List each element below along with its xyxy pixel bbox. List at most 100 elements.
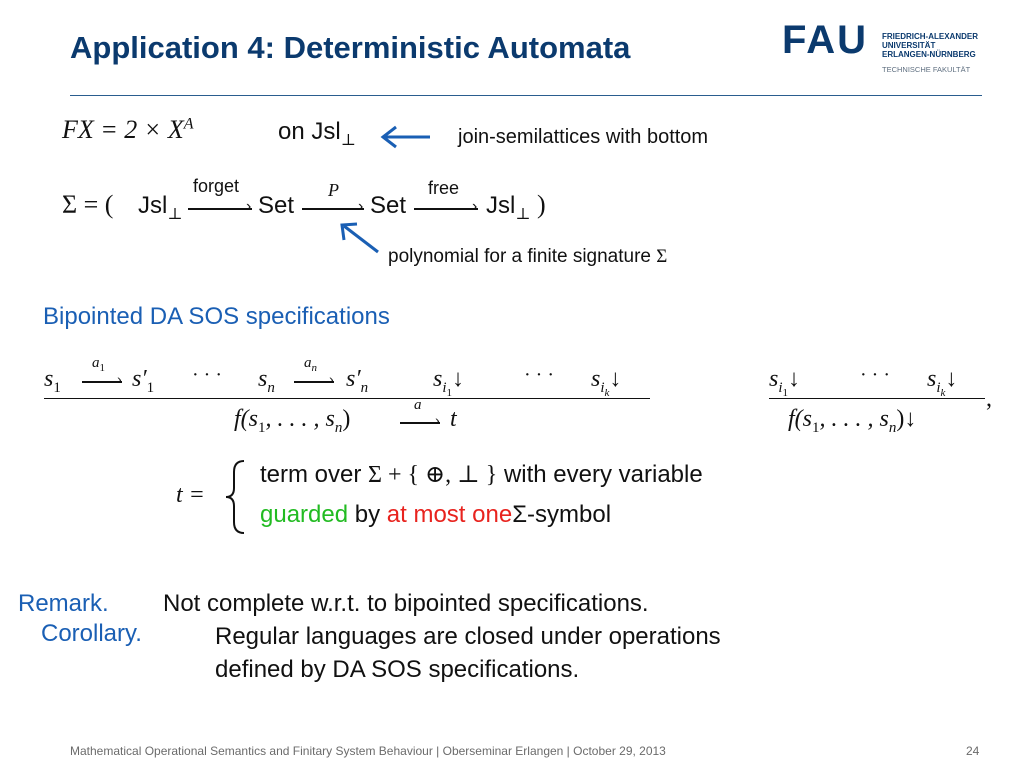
premise-sik: sik↓ xyxy=(591,366,621,399)
arrow-free-head: › xyxy=(472,198,478,215)
premise-s1-prime-s: s′ xyxy=(132,366,147,392)
logo-line-3: ERLANGEN-NÜRNBERG xyxy=(882,50,976,59)
title-divider xyxy=(70,95,982,96)
left-brace-icon xyxy=(225,460,245,534)
sigma-jsl-1: Jsl⊥ xyxy=(138,192,182,224)
rule1-conclusion: f(s1, . . . , sn) xyxy=(234,406,350,437)
formula-fx-exponent: A xyxy=(183,115,194,133)
rule2-sik-s: s xyxy=(927,366,937,392)
conclusion-f: f(s xyxy=(234,406,258,432)
conclusion-mid: , . . . , s xyxy=(265,406,335,432)
t-def-line1-pre: term over xyxy=(260,461,362,488)
sigma-jsl-1-text: Jsl xyxy=(138,192,168,219)
arrow-an xyxy=(294,381,334,383)
rule2-conclusion-f: f(s xyxy=(788,406,812,432)
premise-s1-prime: s′1 xyxy=(132,366,154,397)
t-def-line1-math: Σ + { ⊕, ⊥ } xyxy=(368,462,498,488)
polynomial-note-text: polynomial for a finite signature xyxy=(388,246,651,267)
conclusion-t: t xyxy=(450,406,457,432)
slide-title: Application 4: Deterministic Automata xyxy=(70,30,631,65)
arrow-p xyxy=(302,208,364,210)
up-left-arrow-icon xyxy=(340,222,379,254)
rule1-premises: s1 xyxy=(44,366,61,397)
on-jsl-bottom: ⊥ xyxy=(340,131,356,149)
premise-sn-prime-s: s′ xyxy=(346,366,361,392)
on-jsl-text: on Jsl xyxy=(278,118,341,145)
polynomial-note-sigma: Σ xyxy=(656,246,668,267)
premise-s1-s: s xyxy=(44,366,54,392)
remark-text: Not complete w.r.t. to bipointed specifi… xyxy=(163,590,649,617)
premise-sn-sub: n xyxy=(267,379,275,396)
arrow-a1 xyxy=(82,381,122,383)
logo-line-2: UNIVERSITÄT xyxy=(882,41,936,50)
rule2-si1-subsub: 1 xyxy=(782,386,789,399)
premise-sn: sn xyxy=(258,366,275,397)
rule2-si1-down: ↓ xyxy=(788,366,801,392)
set-1: Set xyxy=(258,192,295,219)
set-2: Set xyxy=(370,192,407,219)
t-def-line-1: term over Σ + { ⊕, ⊥ } with every variab… xyxy=(260,460,703,489)
rule2-conclusion-subn: n xyxy=(888,419,897,436)
premise-sn-prime: s′n xyxy=(346,366,368,397)
sigma-close: ) xyxy=(537,190,546,219)
arrow-label-free: free xyxy=(428,178,460,198)
label-a1: a1 xyxy=(92,355,105,374)
arrow-forget-head: › xyxy=(246,198,252,215)
section-heading: Bipointed DA SOS specifications xyxy=(43,303,390,330)
premise-sik-subsub: k xyxy=(604,386,610,399)
premise-s1-sub: 1 xyxy=(53,379,61,396)
premise-si1-down: ↓ xyxy=(452,366,465,392)
conclusion-subn: n xyxy=(334,419,343,436)
sigma-jsl-2-text: Jsl xyxy=(486,192,516,219)
arrow-a-head: › xyxy=(435,412,440,428)
sigma-jsl-2-bottom: ⊥ xyxy=(515,205,531,223)
rule2-premise-sik: sik↓ xyxy=(927,366,957,399)
formula-fx-lhs: FX = 2 × X xyxy=(62,115,184,144)
rule2-conclusion-close: ) xyxy=(896,406,905,432)
rule2-conclusion: f(s1, . . . , sn)↓ xyxy=(788,406,916,437)
rule2-sik-sub: i xyxy=(936,379,941,396)
rule1-fraction-line xyxy=(44,398,650,399)
premise-si1-sub: i xyxy=(442,379,447,396)
premise-sik-s: s xyxy=(591,366,601,392)
t-def-line-2: guarded by at most oneΣ-symbol xyxy=(260,501,611,529)
arrow-an-head: › xyxy=(329,371,334,387)
t-def-symbol: Σ-symbol xyxy=(512,501,612,528)
label-a: a xyxy=(414,397,422,413)
sigma-jsl-1-bottom: ⊥ xyxy=(167,205,183,223)
conclusion-sub1: 1 xyxy=(258,419,266,436)
arrow-a xyxy=(400,422,440,424)
dots-1: · · · xyxy=(192,364,222,386)
rule2-comma: , xyxy=(986,386,992,412)
rule2-conclusion-mid: , . . . , s xyxy=(819,406,889,432)
label-an-a: a xyxy=(304,355,312,371)
premise-si1: si1↓ xyxy=(433,366,464,399)
corollary-line-2: defined by DA SOS specifications. xyxy=(215,656,580,683)
rule2-si1-sub: i xyxy=(778,379,783,396)
corollary-line-1: Regular languages are closed under opera… xyxy=(215,623,721,650)
rule2-si1-s: s xyxy=(769,366,779,392)
remark-label: Remark. xyxy=(18,590,109,617)
corollary-label: Corollary. xyxy=(41,620,142,647)
rule2-sik-subsub: k xyxy=(940,386,946,399)
t-def-by: by xyxy=(354,501,381,528)
premise-sik-sub: i xyxy=(600,379,605,396)
arrow-a1-head: › xyxy=(117,371,122,387)
label-a1-sub: 1 xyxy=(99,362,106,374)
formula-on-jsl: on Jsl⊥ xyxy=(278,118,356,150)
conclusion-close: ) xyxy=(342,406,351,432)
arrow-label-p: P xyxy=(328,180,339,200)
label-an-sub: n xyxy=(311,362,318,374)
t-def-lhs: t = xyxy=(176,482,205,508)
premise-sn-prime-sub: n xyxy=(360,379,369,396)
rule2-conclusion-down: ↓ xyxy=(904,406,917,432)
rule2-premise-si1: si1↓ xyxy=(769,366,800,399)
t-def-line1-post: with every variable xyxy=(503,461,703,488)
label-an: an xyxy=(304,355,317,374)
formula-fx: FX = 2 × XA xyxy=(62,115,194,145)
rule2-dots: · · · xyxy=(860,364,890,386)
page-number: 24 xyxy=(966,744,980,758)
rule2-conclusion-sub1: 1 xyxy=(812,419,820,436)
logo-faculty: TECHNISCHE FAKULTÄT xyxy=(882,65,971,74)
arrow-free xyxy=(414,208,478,210)
